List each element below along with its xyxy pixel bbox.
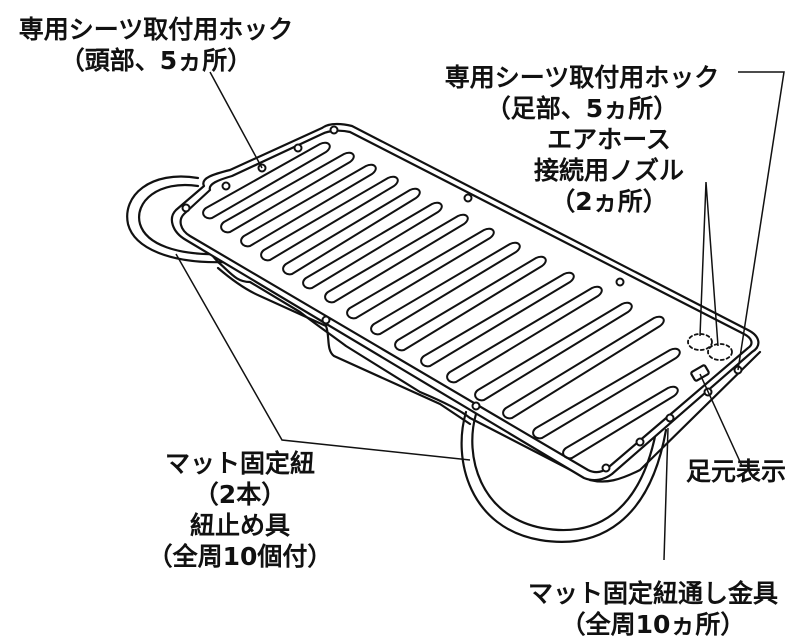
label-head-hooks-line2: （頭部、5ヵ所） [59, 46, 253, 75]
label-straps-line4: （全周10個付） [147, 542, 333, 571]
foot-mark [690, 364, 710, 382]
label-strap-fittings: マット固定紐通し金具 （全周10ヵ所） [518, 578, 788, 640]
label-nozzle-line1: エアホース [547, 125, 671, 154]
mat-side-edge [174, 212, 762, 483]
leader-head-hooks [209, 71, 263, 169]
mat-cells [202, 141, 681, 460]
label-strap-fittings-line2: （全周10ヵ所） [560, 610, 746, 639]
mat-outline [170, 122, 760, 482]
label-straps: マット固定紐 （2本） 紐止め具 （全周10個付） [130, 448, 350, 572]
label-head-hooks: 専用シーツ取付用ホック （頭部、5ヵ所） [6, 14, 306, 76]
label-nozzle-line3: （2ヵ所） [550, 187, 668, 216]
hooks [181, 125, 743, 473]
label-nozzle-line2: 接続用ノズル [533, 156, 684, 185]
label-foot-mark-text: 足元表示 [685, 457, 786, 486]
nozzle-2 [707, 343, 733, 361]
label-foot-hooks-line2: （足部、5ヵ所） [485, 94, 679, 123]
label-straps-line1: マット固定紐 [164, 449, 315, 478]
strap-loop-head [126, 175, 228, 264]
label-straps-line3: 紐止め具 [189, 511, 290, 540]
leader-straps [175, 253, 471, 461]
label-nozzle: エアホース 接続用ノズル （2ヵ所） [514, 124, 704, 217]
label-head-hooks-line1: 専用シーツ取付用ホック [18, 15, 294, 44]
label-foot-hooks-line1: 専用シーツ取付用ホック [444, 63, 720, 92]
leader-nozzle [699, 181, 719, 347]
leader-foot-hooks [737, 71, 785, 371]
label-straps-line2: （2本） [193, 480, 287, 509]
leader-strap-fittings [663, 427, 669, 561]
label-foot-mark: 足元表示 [682, 456, 790, 487]
label-foot-hooks: 専用シーツ取付用ホック （足部、5ヵ所） [432, 62, 732, 124]
label-strap-fittings-line1: マット固定紐通し金具 [527, 579, 778, 608]
leader-foot-mark [699, 373, 743, 467]
strap-loop-foot [460, 410, 668, 543]
